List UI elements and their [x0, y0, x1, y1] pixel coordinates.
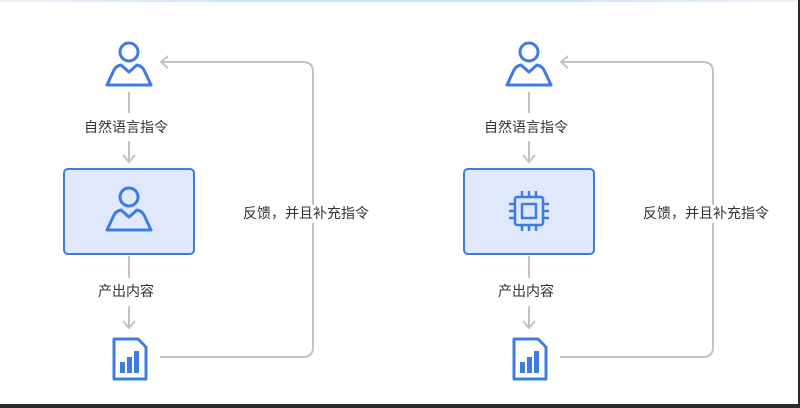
- arrow-output-label-to-document: [122, 306, 136, 330]
- workflow-panel-ai: 自然语言指令 产出内容 反馈，并且补充指令: [400, 0, 800, 404]
- user-icon: [105, 186, 153, 232]
- user-icon: [505, 41, 553, 87]
- workflow-diagram: [63, 41, 314, 381]
- instruction-label: 自然语言指令: [78, 119, 174, 137]
- agent-box: [63, 168, 195, 255]
- workflow-panel-human: 自然语言指令 产出内容 反馈，并且补充指令: [0, 0, 400, 404]
- output-label: 产出内容: [88, 283, 164, 301]
- feedback-label: 反馈，并且补充指令: [643, 205, 769, 223]
- user-icon: [105, 41, 153, 87]
- top-edge-line: [0, 0, 800, 2]
- agent-box: [463, 168, 595, 255]
- instruction-label: 自然语言指令: [478, 119, 574, 137]
- arrow-output-label-to-document: [522, 306, 536, 330]
- feedback-label: 反馈，并且补充指令: [243, 205, 369, 223]
- workflow-diagram: [463, 41, 714, 381]
- bottom-edge-line: [0, 404, 800, 408]
- output-label: 产出内容: [488, 283, 564, 301]
- cpu-chip-icon: [509, 191, 549, 231]
- arrow-instruction-to-box: [522, 141, 536, 164]
- arrow-instruction-to-box: [122, 141, 136, 164]
- right-edge-line: [798, 0, 800, 408]
- document-chart-icon: [512, 337, 548, 381]
- document-chart-icon: [112, 337, 148, 381]
